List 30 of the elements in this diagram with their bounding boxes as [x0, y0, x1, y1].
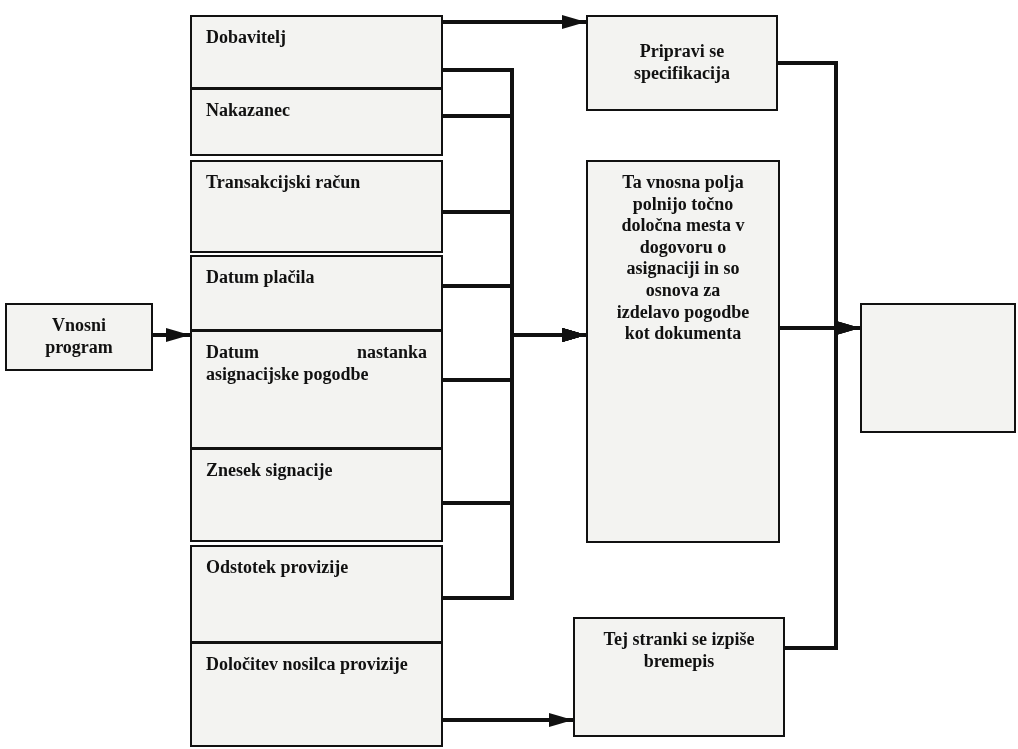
box-text: Določitev nosilca provizije: [206, 654, 409, 676]
box-text: Ta vnosna polja polnijo točno določna mesta v dogovoru o asignaciji in so osnova za izdelavo pogodbe kot dokumenta: [615, 172, 751, 345]
box-text: Datum plačila: [206, 267, 316, 289]
box-text: Nakazanec: [206, 100, 291, 122]
arrow: [785, 321, 860, 650]
box-text: Odstotek provizije: [206, 557, 350, 579]
field-box: [190, 88, 443, 156]
box-text: Tej stranki se izpiše bremepis: [602, 629, 756, 673]
field-box: [190, 15, 443, 89]
arrow: [443, 328, 586, 600]
box-text: Datum nastanka asignacijske pogodbe: [206, 342, 427, 386]
field-box: [190, 255, 443, 331]
process-box: [573, 617, 785, 737]
process-box: [586, 160, 780, 543]
box-text: Znesek signacije: [206, 460, 334, 482]
field-box: [190, 448, 443, 542]
box-text: Vnosni program: [44, 315, 114, 359]
arrow: [153, 328, 190, 342]
process-box: [586, 15, 778, 111]
system-box: [860, 303, 1016, 433]
process-box: [5, 303, 153, 371]
box-text: Dobavitelj: [206, 27, 287, 49]
arrow: [443, 15, 586, 29]
field-box: [190, 160, 443, 253]
field-box: [190, 330, 443, 449]
field-box: [190, 545, 443, 643]
field-box: [190, 642, 443, 747]
box-text: Pripravi se specifikacija: [633, 41, 731, 85]
arrow: [443, 713, 573, 727]
box-text: Transakcijski račun: [206, 172, 362, 194]
